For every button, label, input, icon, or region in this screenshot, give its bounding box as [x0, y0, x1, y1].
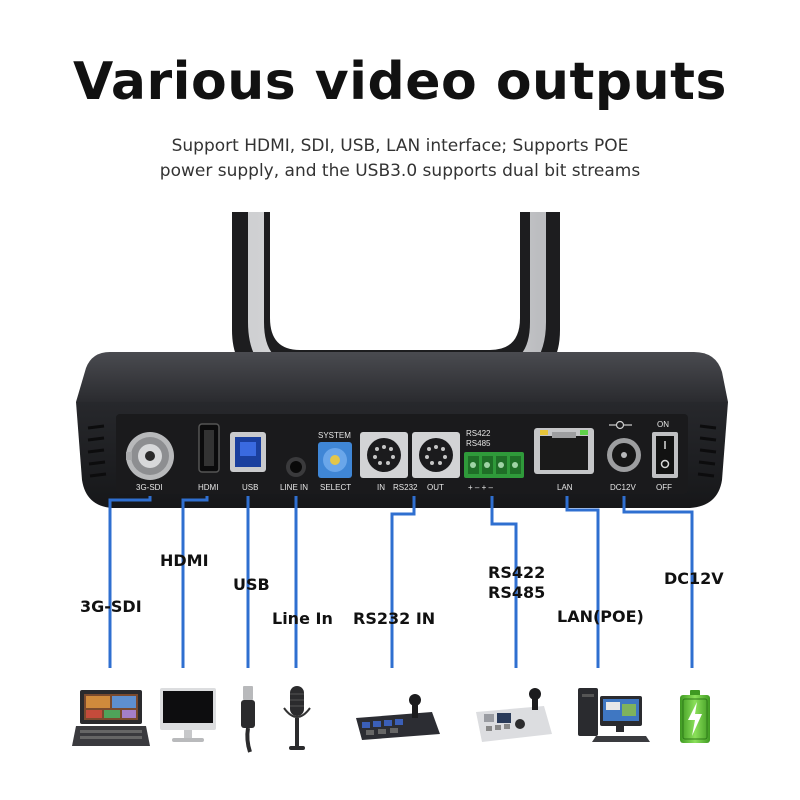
panel-label-rs232: RS232 — [393, 483, 418, 492]
panel-label-rs232-in: IN — [377, 483, 385, 492]
panel-label-rs485: RS485 — [466, 439, 491, 448]
lan-port — [534, 428, 594, 474]
connector-label-sdi: 3G-SDI — [80, 597, 142, 616]
usb-port — [230, 432, 266, 472]
rs232-out-port — [412, 432, 460, 478]
left-vents — [87, 424, 107, 478]
panel-label-terminal-signs: + – + – — [468, 483, 493, 492]
usb-cable-icon — [241, 686, 255, 753]
dc-power-symbol — [609, 420, 632, 430]
panel-label-rs422: RS422 — [466, 429, 491, 438]
base-top — [76, 352, 728, 402]
sdi-bnc-port — [126, 432, 174, 480]
panel-label-hdmi: HDMI — [198, 483, 218, 492]
panel-label-dc12v: DC12V — [610, 483, 636, 492]
panel-label-on: ON — [657, 420, 669, 429]
connector-label-dc12v: DC12V — [664, 569, 724, 588]
subtitle-line-1: Support HDMI, SDI, USB, LAN interface; S… — [171, 136, 629, 156]
right-vents — [697, 424, 717, 478]
computer-icon — [578, 688, 650, 742]
ptz-controller-keyboard-icon — [356, 694, 440, 740]
connector-lines — [108, 496, 694, 668]
panel-label-usb: USB — [242, 483, 258, 492]
power-switch — [652, 432, 678, 478]
microphone-icon — [283, 686, 311, 750]
page-title: Various video outputs — [73, 52, 727, 112]
panel-label-system: SYSTEM — [318, 431, 351, 440]
connector-label-rs232-in: RS232 IN — [353, 609, 435, 628]
rs422-rs485-terminal — [464, 452, 524, 478]
broadcast-switcher-icon — [72, 690, 150, 746]
subtitle-line-2: power supply, and the USB3.0 supports du… — [159, 161, 641, 181]
line-in-jack — [286, 457, 306, 477]
connector-label-usb: USB — [233, 575, 270, 594]
system-select-dial — [318, 442, 352, 478]
page-subtitle: Support HDMI, SDI, USB, LAN interface; S… — [0, 134, 800, 184]
panel-label-off: OFF — [656, 483, 672, 492]
panel-label-select: SELECT — [320, 483, 351, 492]
panel-label-line-in: LINE IN — [280, 483, 308, 492]
panel-label-rs232-out: OUT — [427, 483, 444, 492]
connector-label-rs422: RS422 — [488, 563, 545, 582]
connector-label-hdmi: HDMI — [160, 551, 209, 570]
battery-icon — [680, 690, 710, 743]
hdmi-port — [198, 423, 220, 473]
panel-label-sdi: 3G-SDI — [136, 483, 163, 492]
connector-label-line-in: Line In — [272, 609, 333, 628]
panel-label-lan: LAN — [557, 483, 573, 492]
connector-label-rs485: RS485 — [488, 583, 545, 602]
dc12v-jack — [607, 438, 641, 472]
connector-label-lan: LAN(POE) — [557, 607, 644, 626]
rs232-in-port — [360, 432, 408, 478]
joystick-controller-icon — [476, 688, 552, 742]
monitor-icon — [160, 688, 216, 742]
